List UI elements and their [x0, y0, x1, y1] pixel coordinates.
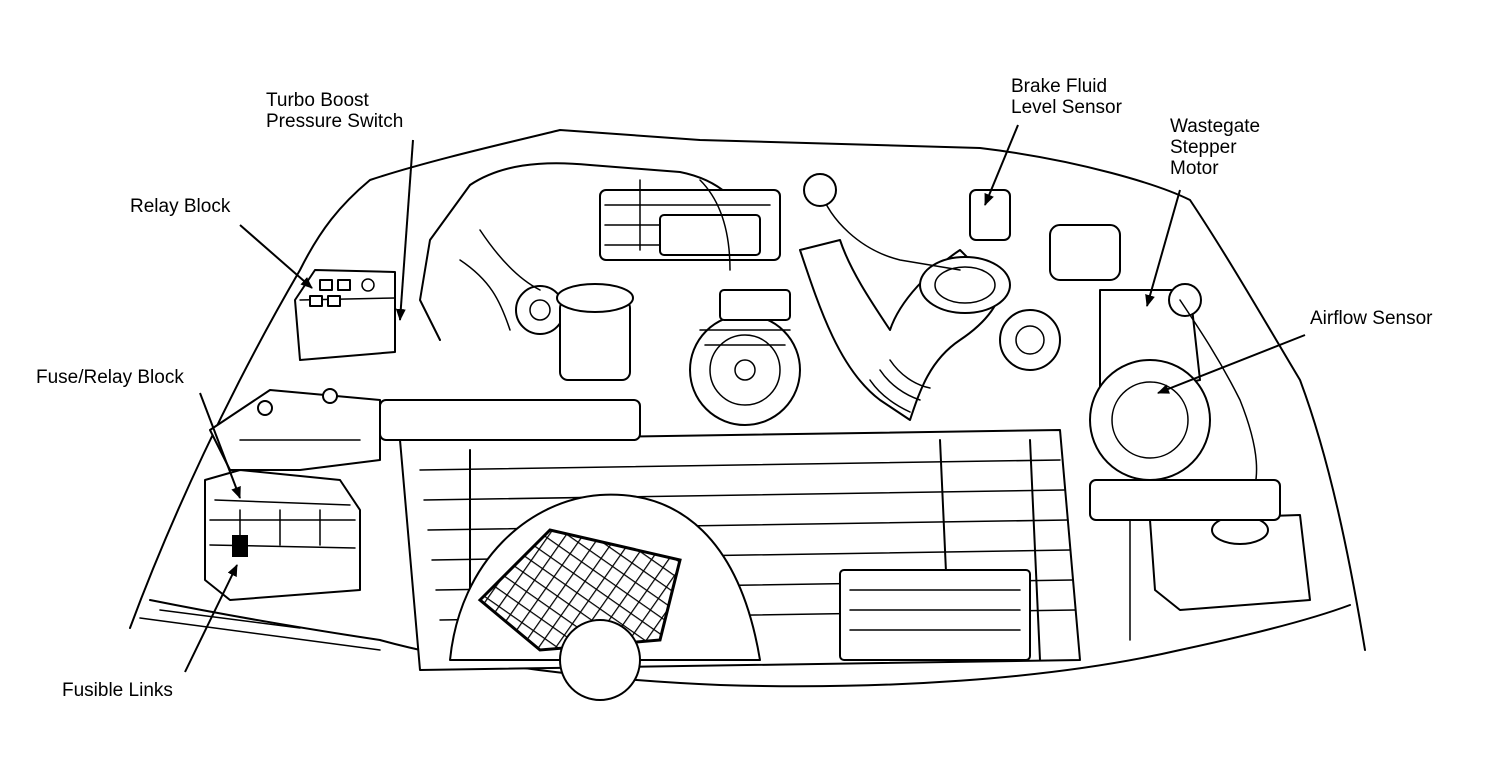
callout-leaders [184, 124, 1306, 673]
fuse-relay-block [204, 469, 361, 601]
airflow-sensor-leader [1157, 334, 1306, 394]
wastegate-leader [1145, 189, 1181, 307]
turbo-boost-line-2: Pressure Switch [266, 111, 404, 132]
wastegate-line-1: Wastegate [1170, 116, 1261, 137]
fuse-relay-leader [199, 392, 241, 499]
brake-fluid-line-2: Level Sensor [1011, 97, 1122, 118]
right-side-components [803, 173, 1258, 501]
wastegate-line-2: Stepper [1170, 137, 1237, 158]
air-intake-duct [799, 239, 1011, 421]
alternator-pulley [689, 289, 801, 426]
brake-fluid-level-sensor-label: Brake Fluid Level Sensor [1011, 76, 1122, 118]
washer-reservoir [1089, 479, 1311, 641]
battery [209, 388, 381, 471]
turbo-boost-pressure-switch-label: Turbo Boost Pressure Switch [266, 90, 403, 132]
brake-fluid-line-1: Brake Fluid [1011, 76, 1108, 97]
intake-manifold [419, 162, 781, 381]
fuse-relay-block-label: Fuse/Relay Block [36, 367, 184, 388]
brake-fluid-leader [984, 124, 1019, 206]
cooling-fan [449, 493, 761, 701]
relay-block [294, 269, 396, 361]
relay-block-leader [239, 224, 313, 289]
airflow-sensor-label: Airflow Sensor [1310, 308, 1433, 329]
wastegate-stepper-motor-label: Wastegate Stepper Motor [1170, 116, 1260, 179]
fusible-links-leader [184, 564, 238, 673]
turbo-boost-leader [395, 139, 414, 321]
fusible-links-label: Fusible Links [62, 680, 173, 701]
relay-block-label: Relay Block [130, 196, 231, 217]
wastegate-line-3: Motor [1170, 158, 1219, 179]
turbo-boost-line-1: Turbo Boost [266, 90, 369, 111]
body-outline [129, 129, 1366, 688]
